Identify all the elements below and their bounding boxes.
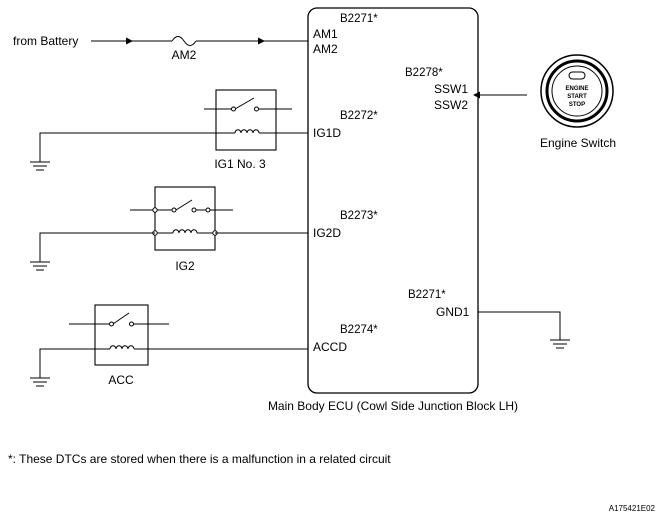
ecu-pin-gnd1: GND1 [436, 305, 470, 319]
ecu-pin-am2: AM2 [313, 42, 338, 56]
fuse-label: AM2 [172, 48, 197, 62]
ecu-code-gnd: B2271* [408, 289, 446, 301]
engine-switch-label: Engine Switch [540, 136, 616, 150]
relay-ig1-box [215, 89, 277, 151]
ecu-box [307, 7, 479, 394]
relay-coil-icon [95, 345, 148, 350]
engine-switch-button-icon: ENGINE START STOP [540, 54, 614, 128]
source-label: from Battery [13, 34, 78, 48]
relay-acc-box [94, 304, 149, 366]
acc-circuit-wire [39, 348, 308, 378]
engine-switch-signal-wire [473, 91, 527, 99]
ecu-code-ig2: B2273* [340, 210, 378, 222]
relay-ig2-box [154, 186, 216, 251]
relay-switch-icon [69, 312, 169, 327]
footnote: *: These DTCs are stored when there is a… [8, 452, 391, 466]
relay-switch-icon [130, 199, 233, 213]
battery-feed-wire [91, 37, 172, 45]
ecu-code-ig1: B2272* [340, 110, 378, 122]
fuse-icon [171, 36, 197, 46]
relay-ig1-label: IG1 No. 3 [214, 157, 266, 171]
ecu-code-acc: B2274* [340, 324, 378, 336]
figure-id: A175421E02 [609, 504, 656, 513]
relay-acc: ACC [69, 304, 169, 387]
gnd1-circuit-wire [478, 311, 561, 340]
relay-switch-icon [204, 97, 292, 112]
ecu-pin-ssw1: SSW1 [434, 82, 468, 96]
button-text-engine: ENGINE [565, 86, 588, 92]
ground-icon [30, 261, 50, 271]
ground-icon [30, 377, 50, 387]
ig1-circuit-wire [39, 132, 308, 162]
ecu-pin-accd: ACCD [313, 340, 347, 354]
ecu-caption: Main Body ECU (Cowl Side Junction Block … [268, 399, 518, 413]
ecu-code-ssw: B2278* [405, 67, 443, 79]
fuse-to-ecu-wire [196, 37, 308, 45]
ecu-code-am: B2271* [340, 13, 378, 25]
relay-coil-icon [216, 129, 276, 134]
ecu-pin-am1: AM1 [313, 27, 338, 41]
relay-ig2: IG2 [130, 186, 233, 273]
ecu-pin-ssw2: SSW2 [434, 98, 468, 112]
button-text-stop: STOP [569, 102, 585, 108]
relay-coil-icon [152, 207, 218, 236]
relay-ig2-label: IG2 [175, 259, 195, 273]
ig2-circuit-wire [39, 232, 308, 262]
ground-icon [30, 161, 50, 171]
relay-acc-label: ACC [108, 373, 134, 387]
relay-ig1-no3: IG1 No. 3 [204, 89, 292, 171]
ecu-pin-ig1d: IG1D [313, 126, 341, 140]
button-text-start: START [567, 94, 587, 100]
ecu-pin-ig2d: IG2D [313, 226, 341, 240]
ground-icon [550, 339, 570, 349]
